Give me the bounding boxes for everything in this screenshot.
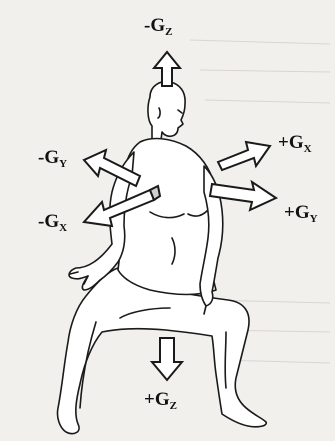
pos-gz-arrow (152, 338, 182, 380)
label-sign: + (144, 389, 155, 410)
label-symbol: G (150, 15, 165, 36)
label-symbol: G (295, 202, 310, 223)
human-body (57, 82, 266, 434)
label-subscript: Y (310, 213, 318, 225)
label-symbol: G (44, 211, 59, 232)
label-sign: + (284, 202, 295, 223)
label-symbol: G (155, 389, 170, 410)
neg-gz-arrow (154, 52, 180, 86)
label-neg-gy: -GY (38, 148, 67, 170)
label-symbol: G (289, 132, 304, 153)
label-neg-gz: -GZ (144, 16, 172, 38)
label-subscript: Z (170, 400, 177, 412)
label-subscript: Z (165, 26, 172, 38)
label-pos-gx: +GX (278, 133, 312, 155)
label-pos-gz: +GZ (144, 390, 177, 412)
label-symbol: G (44, 147, 59, 168)
label-subscript: Y (59, 158, 67, 170)
label-pos-gy: +GY (284, 203, 318, 225)
pos-gx-arrow (218, 142, 270, 170)
label-subscript: X (304, 143, 312, 155)
label-subscript: X (59, 222, 67, 234)
label-sign: + (278, 132, 289, 153)
label-neg-gx: -GX (38, 212, 67, 234)
